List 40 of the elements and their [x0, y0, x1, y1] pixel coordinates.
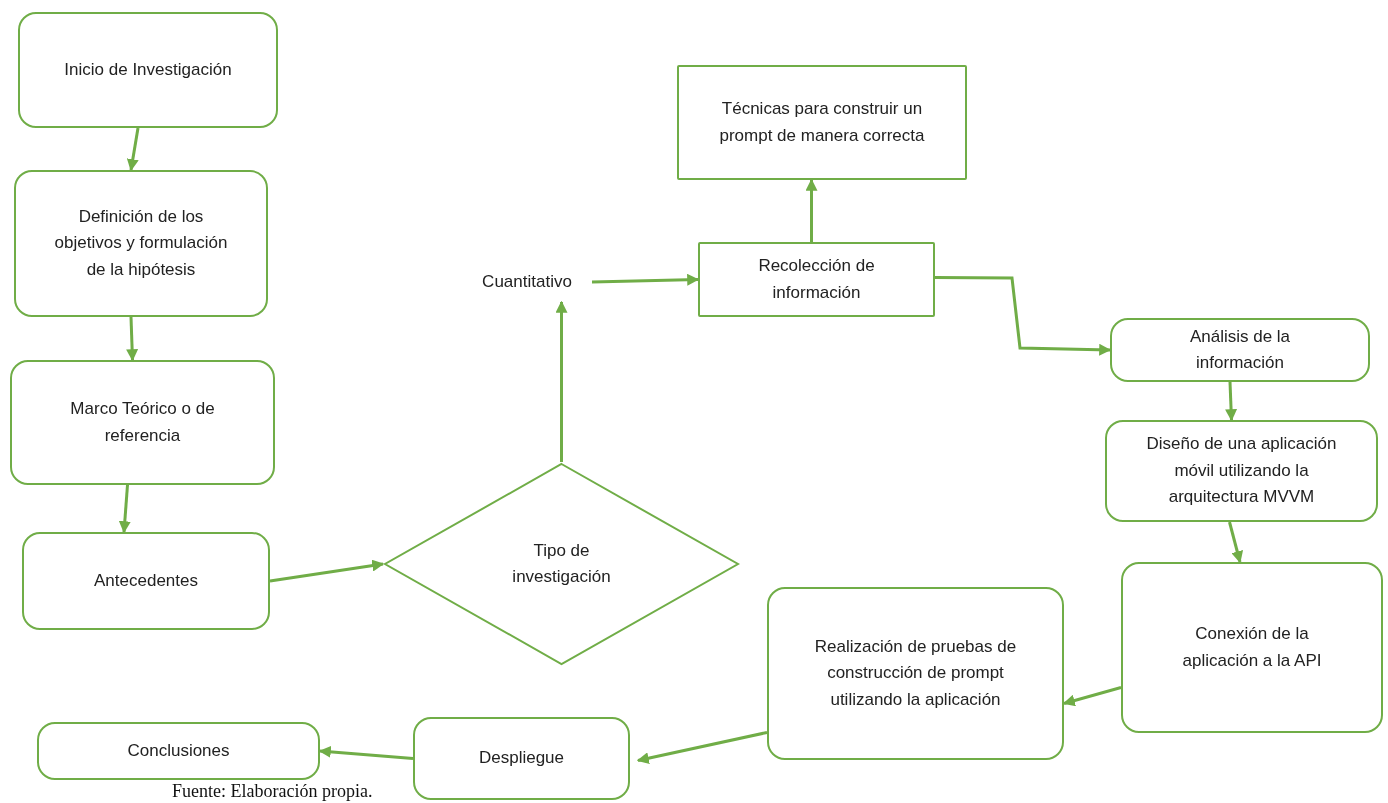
process-box	[413, 717, 630, 800]
node-label: Realización de pruebas de construcción de prompt utilizando la aplicación	[813, 636, 1018, 711]
arrow	[318, 745, 414, 760]
node-label: Técnicas para construir un prompt de manera correcta	[718, 98, 926, 147]
arrow	[636, 731, 768, 765]
node-label: Recolección de información	[757, 255, 876, 304]
node-label: Antecedentes	[94, 569, 198, 592]
node-label: Conclusiones	[127, 739, 230, 762]
process-box	[1105, 420, 1378, 522]
process-box	[1110, 318, 1370, 382]
process-box	[18, 12, 278, 128]
process-box	[1121, 562, 1383, 733]
arrow	[269, 559, 385, 583]
process-box	[37, 722, 320, 780]
arrow	[555, 300, 568, 462]
node-label: Marco Teórico o de referencia	[69, 398, 216, 447]
node-label: Definición de los objetivos y formulación de la hipótesis	[53, 206, 229, 281]
process-box	[677, 65, 967, 180]
node-label: Cuantitativo	[482, 270, 572, 293]
arrow	[805, 178, 818, 242]
process-box	[698, 242, 935, 317]
arrow	[126, 316, 139, 362]
arrow	[935, 276, 1112, 356]
node-label: Despliegue	[478, 747, 565, 770]
node-label: Inicio de Investigación	[64, 58, 232, 81]
arrow	[1228, 521, 1244, 564]
process-box	[10, 360, 275, 485]
arrow	[1225, 381, 1238, 422]
arrow	[591, 273, 700, 286]
process-box	[22, 532, 270, 630]
process-box	[767, 587, 1064, 760]
node-label: Diseño de una aplicación móvil utilizando la arquitectura MVVM	[1145, 433, 1338, 509]
arrow	[1062, 686, 1122, 707]
arrow	[126, 127, 140, 172]
node-label: Conexión de la aplicación a la API	[1181, 623, 1323, 672]
node-label: Tipo de investigación	[511, 539, 612, 588]
arrow	[118, 484, 131, 534]
node-label: Análisis de la información	[1188, 325, 1292, 374]
process-box	[14, 170, 268, 317]
caption: Fuente: Elaboración propia.	[172, 781, 373, 802]
